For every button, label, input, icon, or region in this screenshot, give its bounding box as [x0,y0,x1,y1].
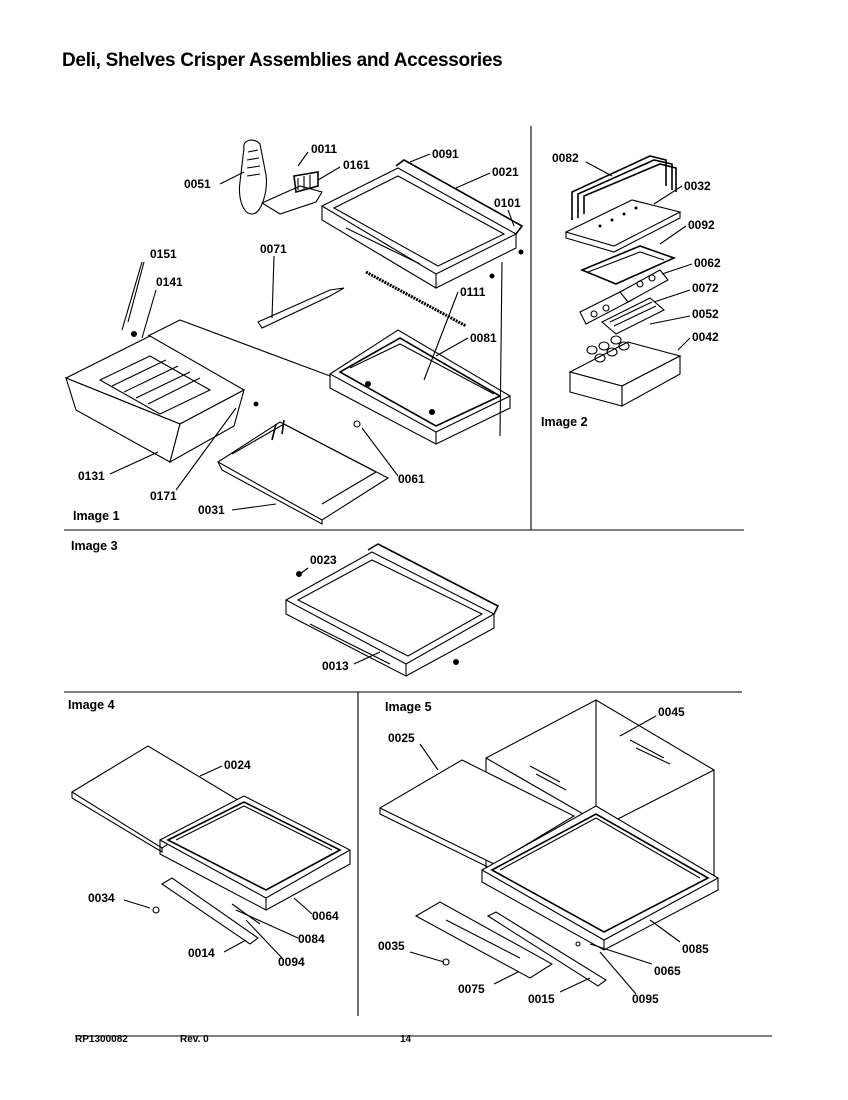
label-0045: 0045 [658,705,685,719]
image-5-drawing [378,699,720,995]
image-4-drawing [70,745,352,959]
label-0031: 0031 [198,503,225,517]
label-0082: 0082 [552,151,579,165]
label-0052: 0052 [692,307,719,321]
label-0013: 0013 [322,659,349,673]
label-0095: 0095 [632,992,659,1006]
label-0081: 0081 [470,331,497,345]
label-0064: 0064 [312,909,339,923]
deli-rod-part [257,287,345,329]
image-1-leaders [109,151,515,511]
shelf-seal-part [365,270,467,328]
image-2-drawing [564,155,693,407]
label-0042: 0042 [692,330,719,344]
image-1-part-labels: 0011 0161 0051 0091 0021 0101 0071 0151 … [78,142,521,517]
label-0085: 0085 [682,942,709,956]
image-2-part-labels: 0082 0032 0092 0062 0072 0052 0042 [552,151,721,344]
crisper-frame-part [328,329,512,445]
label-0161: 0161 [343,158,370,172]
footer-doc-id: RP1300082 [75,1034,128,1045]
page-title: Deli, Shelves Crisper Assemblies and Acc… [62,50,503,71]
image-4-leaders [123,765,313,959]
butter-tray-part [564,199,682,253]
footer-page-number: 14 [400,1034,412,1045]
label-0011: 0011 [311,142,337,156]
image-3-drawing [284,543,500,677]
back-outline [147,319,331,377]
label-0151: 0151 [150,247,177,261]
image-4-part-labels: 0024 0034 0064 0084 0014 0094 [88,758,339,969]
top-shelf-part [320,159,524,289]
egg-trays-part [579,269,669,335]
label-0051: 0051 [184,177,211,191]
label-0071: 0071 [260,242,287,256]
label-0015: 0015 [528,992,555,1006]
label-0171: 0171 [150,489,177,503]
label-0021: 0021 [492,165,519,179]
crisper-drawer-part [64,331,259,464]
label-0024: 0024 [224,758,251,772]
label-0023: 0023 [310,553,337,567]
label-0075: 0075 [458,982,485,996]
image-2-leaders [585,161,693,351]
image-5-label: Image 5 [385,700,432,714]
label-0094: 0094 [278,955,305,969]
image-5-part-labels: 0045 0025 0085 0035 0065 0075 0015 0095 [378,705,709,1006]
deli-cover-part [238,139,267,215]
label-0062: 0062 [694,256,721,270]
image-2-label: Image 2 [541,415,588,429]
footer-revision: Rev. 0 [180,1034,209,1045]
label-0131: 0131 [78,469,105,483]
label-0014: 0014 [188,946,215,960]
label-0032: 0032 [684,179,711,193]
label-0025: 0025 [388,731,415,745]
wire-rack-part [571,155,677,220]
label-0035: 0035 [378,939,405,953]
label-0061: 0061 [398,472,425,486]
image-1-label: Image 1 [73,509,120,523]
label-0072: 0072 [692,281,719,295]
label-0084: 0084 [298,932,325,946]
image-3-part-labels: 0023 0013 [310,553,349,673]
image-5-leaders [409,715,681,995]
label-0111: 0111 [460,285,486,299]
label-0092: 0092 [688,218,715,232]
drawer-rod-part [121,261,143,331]
label-0101: 0101 [494,196,521,210]
panel-dividers [64,126,772,1037]
lower-crisper-part [216,419,390,525]
label-0034: 0034 [88,891,115,905]
rack-frame-part [579,245,677,285]
image-4-label: Image 4 [68,698,115,712]
egg-bin-part [568,335,682,407]
image-1-drawing [64,139,524,525]
label-0065: 0065 [654,964,681,978]
label-0091: 0091 [432,147,459,161]
label-0141: 0141 [156,275,183,289]
deli-bracket-part [260,171,323,215]
image-3-label: Image 3 [71,539,118,553]
